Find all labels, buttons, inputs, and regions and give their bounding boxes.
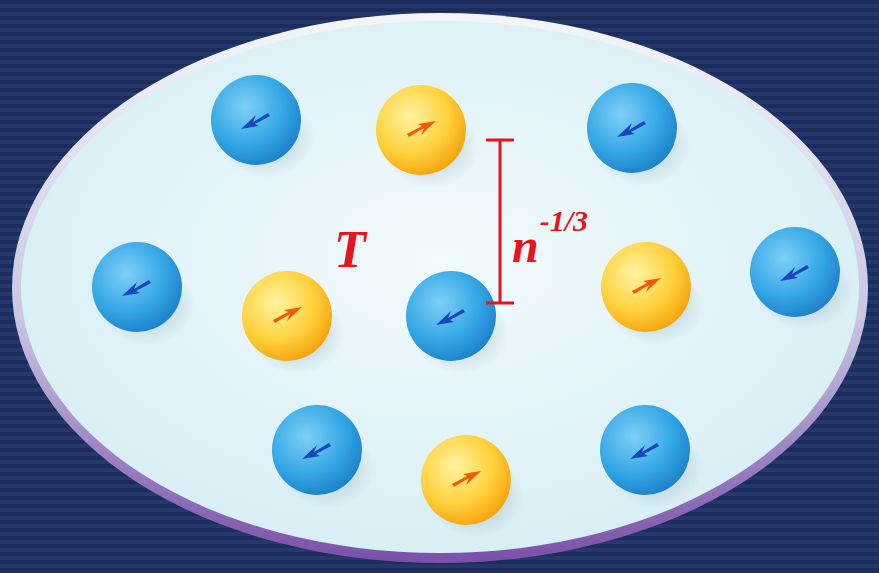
container [21,21,859,553]
density-exponent: -1/3 [540,206,588,236]
distance-bracket [486,140,514,303]
temperature-label: T [334,224,366,276]
orange-molecules [242,85,704,538]
density-symbol: n [512,222,539,270]
container-rim [12,13,868,563]
